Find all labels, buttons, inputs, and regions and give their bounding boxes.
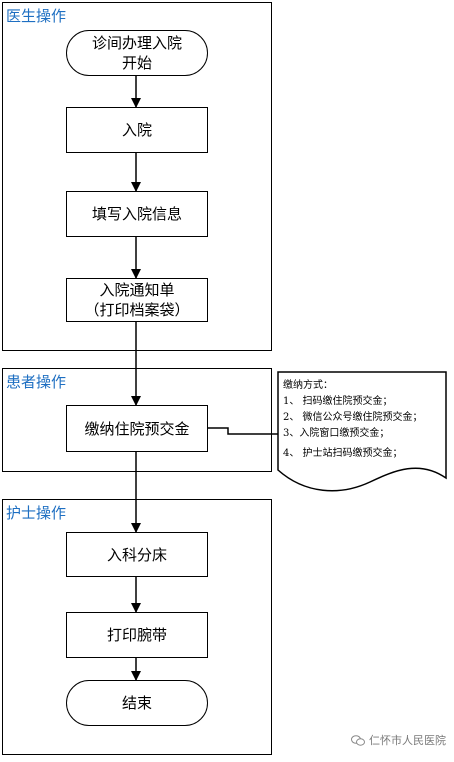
- lane-title-patient: 患者操作: [6, 373, 67, 391]
- lane-doctor: 医生操作: [2, 2, 272, 351]
- lane-patient: 患者操作: [2, 368, 272, 472]
- watermark-text: 仁怀市人民医院: [369, 734, 446, 747]
- note-item: 1、 扫码缴住院预交金；: [283, 396, 393, 407]
- notice-node: 入院通知单 （打印档案袋）: [66, 278, 208, 322]
- start-node: 诊间办理入院 开始: [66, 30, 208, 76]
- lane-title-nurse: 护士操作: [6, 504, 67, 522]
- note-title: 缴纳方式：: [283, 380, 333, 391]
- lane-title-doctor: 医生操作: [6, 7, 67, 25]
- fill-info-node: 填写入院信息: [66, 191, 208, 237]
- note-item: 4、 护士站扫码缴预交金；: [283, 448, 403, 459]
- watermark: 仁怀市人民医院: [351, 732, 446, 748]
- admit-node: 入院: [66, 107, 208, 153]
- payment-methods-note: 缴纳方式： 1、 扫码缴住院预交金； 2、 微信公众号缴住院预交金； 3、入院窗…: [283, 378, 423, 462]
- note-item: 3、入院窗口缴预交金；: [283, 428, 390, 439]
- lane-nurse: 护士操作: [2, 499, 272, 755]
- wristband-node: 打印腕带: [66, 612, 208, 658]
- end-node: 结束: [66, 680, 208, 726]
- assign-bed-node: 入科分床: [66, 532, 208, 577]
- wechat-icon: [351, 734, 365, 746]
- note-item: 2、 微信公众号缴住院预交金；: [283, 412, 423, 423]
- pay-node: 缴纳住院预交金: [66, 405, 208, 452]
